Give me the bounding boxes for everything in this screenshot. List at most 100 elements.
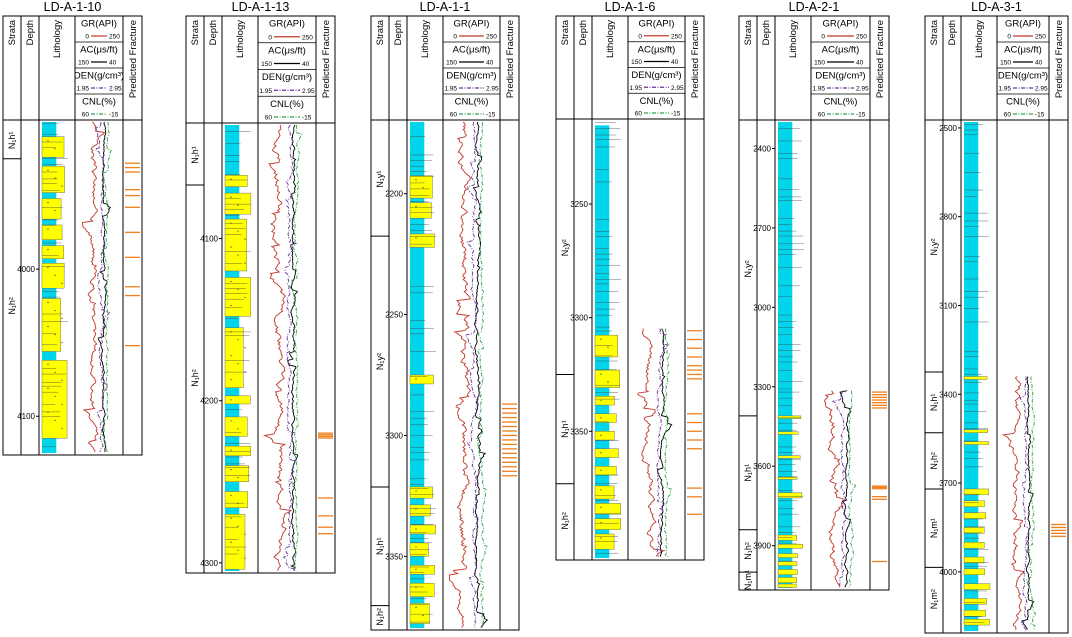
sandstone-bed: [409, 565, 435, 575]
depth-label: 4100: [17, 412, 35, 421]
curve-min: 60: [1004, 112, 1012, 119]
depth-label: 2800: [939, 213, 957, 222]
well-frame: [738, 15, 890, 591]
sandstone-bed: [963, 488, 989, 496]
curve-name: DEN(g/cm³): [631, 70, 681, 81]
sandstone-bed: [409, 233, 435, 248]
curve-min: 0: [268, 34, 272, 41]
log-curve: [289, 124, 303, 571]
strata-label: N₁h¹: [190, 146, 200, 164]
curve-min: 0: [821, 34, 825, 41]
depth-label: 2250: [385, 311, 403, 320]
depth-header: Depth: [947, 20, 958, 45]
sand-dot: [415, 378, 417, 380]
sandstone-bed: [41, 198, 62, 220]
sand-dot: [230, 196, 232, 198]
lithology-header: Lithology: [52, 20, 63, 58]
fracture-header: Predicted Fracture: [875, 20, 886, 98]
curve-max: 40: [486, 60, 494, 67]
sandstone-bed: [777, 583, 797, 588]
sand-dot: [47, 325, 49, 328]
curve-max: -15: [1035, 112, 1045, 119]
curve-name: DEN(g/cm³): [446, 71, 496, 82]
sandstone-bed: [224, 327, 244, 388]
sand-dot: [47, 201, 49, 204]
sand-dot: [61, 403, 63, 405]
sand-dot: [600, 522, 602, 524]
sandstone-bed: [409, 504, 431, 517]
sandstone-bed: [963, 556, 985, 564]
sand-dot: [600, 537, 602, 539]
log-curve: [1021, 376, 1035, 631]
well-title: LD-A-1-6: [605, 0, 656, 14]
log-curve: [81, 121, 106, 453]
depth-label: 2200: [385, 190, 403, 199]
depth-label: 3900: [753, 542, 771, 551]
sand-dot: [61, 282, 63, 284]
well-frame: [2, 15, 143, 456]
well-frame: [555, 15, 705, 561]
strata-label: N₁h²: [560, 512, 570, 530]
sand-dot: [61, 341, 63, 344]
sandstone-bed: [594, 448, 619, 458]
sand-dot: [415, 568, 417, 570]
sand-dot: [61, 379, 63, 381]
curve-min: 150: [814, 60, 825, 67]
curve-min: 60: [265, 115, 273, 122]
curve-min: 1.95: [629, 85, 642, 92]
fracture-header: Predicted Fracture: [690, 20, 701, 98]
sand-dot: [230, 355, 232, 357]
curve-max: 2.95: [856, 86, 869, 93]
sand-dot: [600, 506, 602, 508]
sand-dot: [47, 266, 49, 268]
depth-label: 3300: [570, 314, 588, 323]
depth-label: 3700: [939, 479, 957, 488]
sandstone-bed: [594, 413, 617, 423]
curve-max: 250: [671, 33, 682, 40]
curve-max: 250: [486, 34, 497, 41]
sand-dot: [237, 288, 239, 291]
sand-dot: [237, 525, 239, 527]
sand-dot: [54, 419, 56, 421]
sand-dot: [230, 399, 232, 401]
sandstone-bed: [41, 298, 62, 352]
sandstone-bed: [224, 445, 251, 457]
curve-max: 40: [1035, 60, 1043, 67]
curve-min: 0: [1007, 34, 1011, 41]
sand-dot: [54, 333, 56, 336]
curve-name: GR(API): [823, 19, 859, 30]
curve-max: 250: [109, 34, 120, 41]
curve-min: 60: [635, 111, 643, 118]
fracture-header: Predicted Fracture: [505, 20, 516, 98]
sand-dot: [600, 399, 602, 401]
depth-header: Depth: [208, 20, 219, 45]
sandstone-bed: [963, 527, 985, 534]
strata-label: N₁h¹: [560, 420, 570, 438]
sandstone-bed: [594, 485, 615, 500]
curve-max: 40: [109, 60, 117, 67]
curve-min: 1.95: [812, 86, 825, 93]
sandstone-bed: [777, 577, 797, 583]
curve-max: 2.95: [302, 88, 315, 95]
sand-dot: [237, 204, 239, 206]
sandstone-bed: [963, 500, 985, 507]
sand-dot: [47, 169, 49, 171]
log-curve: [662, 328, 672, 558]
depth-label: 3350: [570, 427, 588, 436]
sand-dot: [600, 338, 602, 340]
sand-dot: [600, 452, 602, 454]
curve-max: 2.95: [671, 85, 684, 92]
fracture-header: Predicted Fracture: [1054, 20, 1065, 98]
curve-max: -15: [109, 112, 119, 119]
sandstone-bed: [41, 360, 68, 439]
curve-max: 250: [856, 34, 867, 41]
sand-dot: [47, 387, 49, 389]
curve-min: 150: [631, 59, 642, 66]
well-title: LD-A-1-13: [232, 0, 290, 14]
curve-max: 250: [1035, 34, 1046, 41]
depth-label: 3350: [385, 552, 403, 561]
sandstone-bed: [963, 542, 985, 549]
sand-dot: [230, 420, 232, 422]
